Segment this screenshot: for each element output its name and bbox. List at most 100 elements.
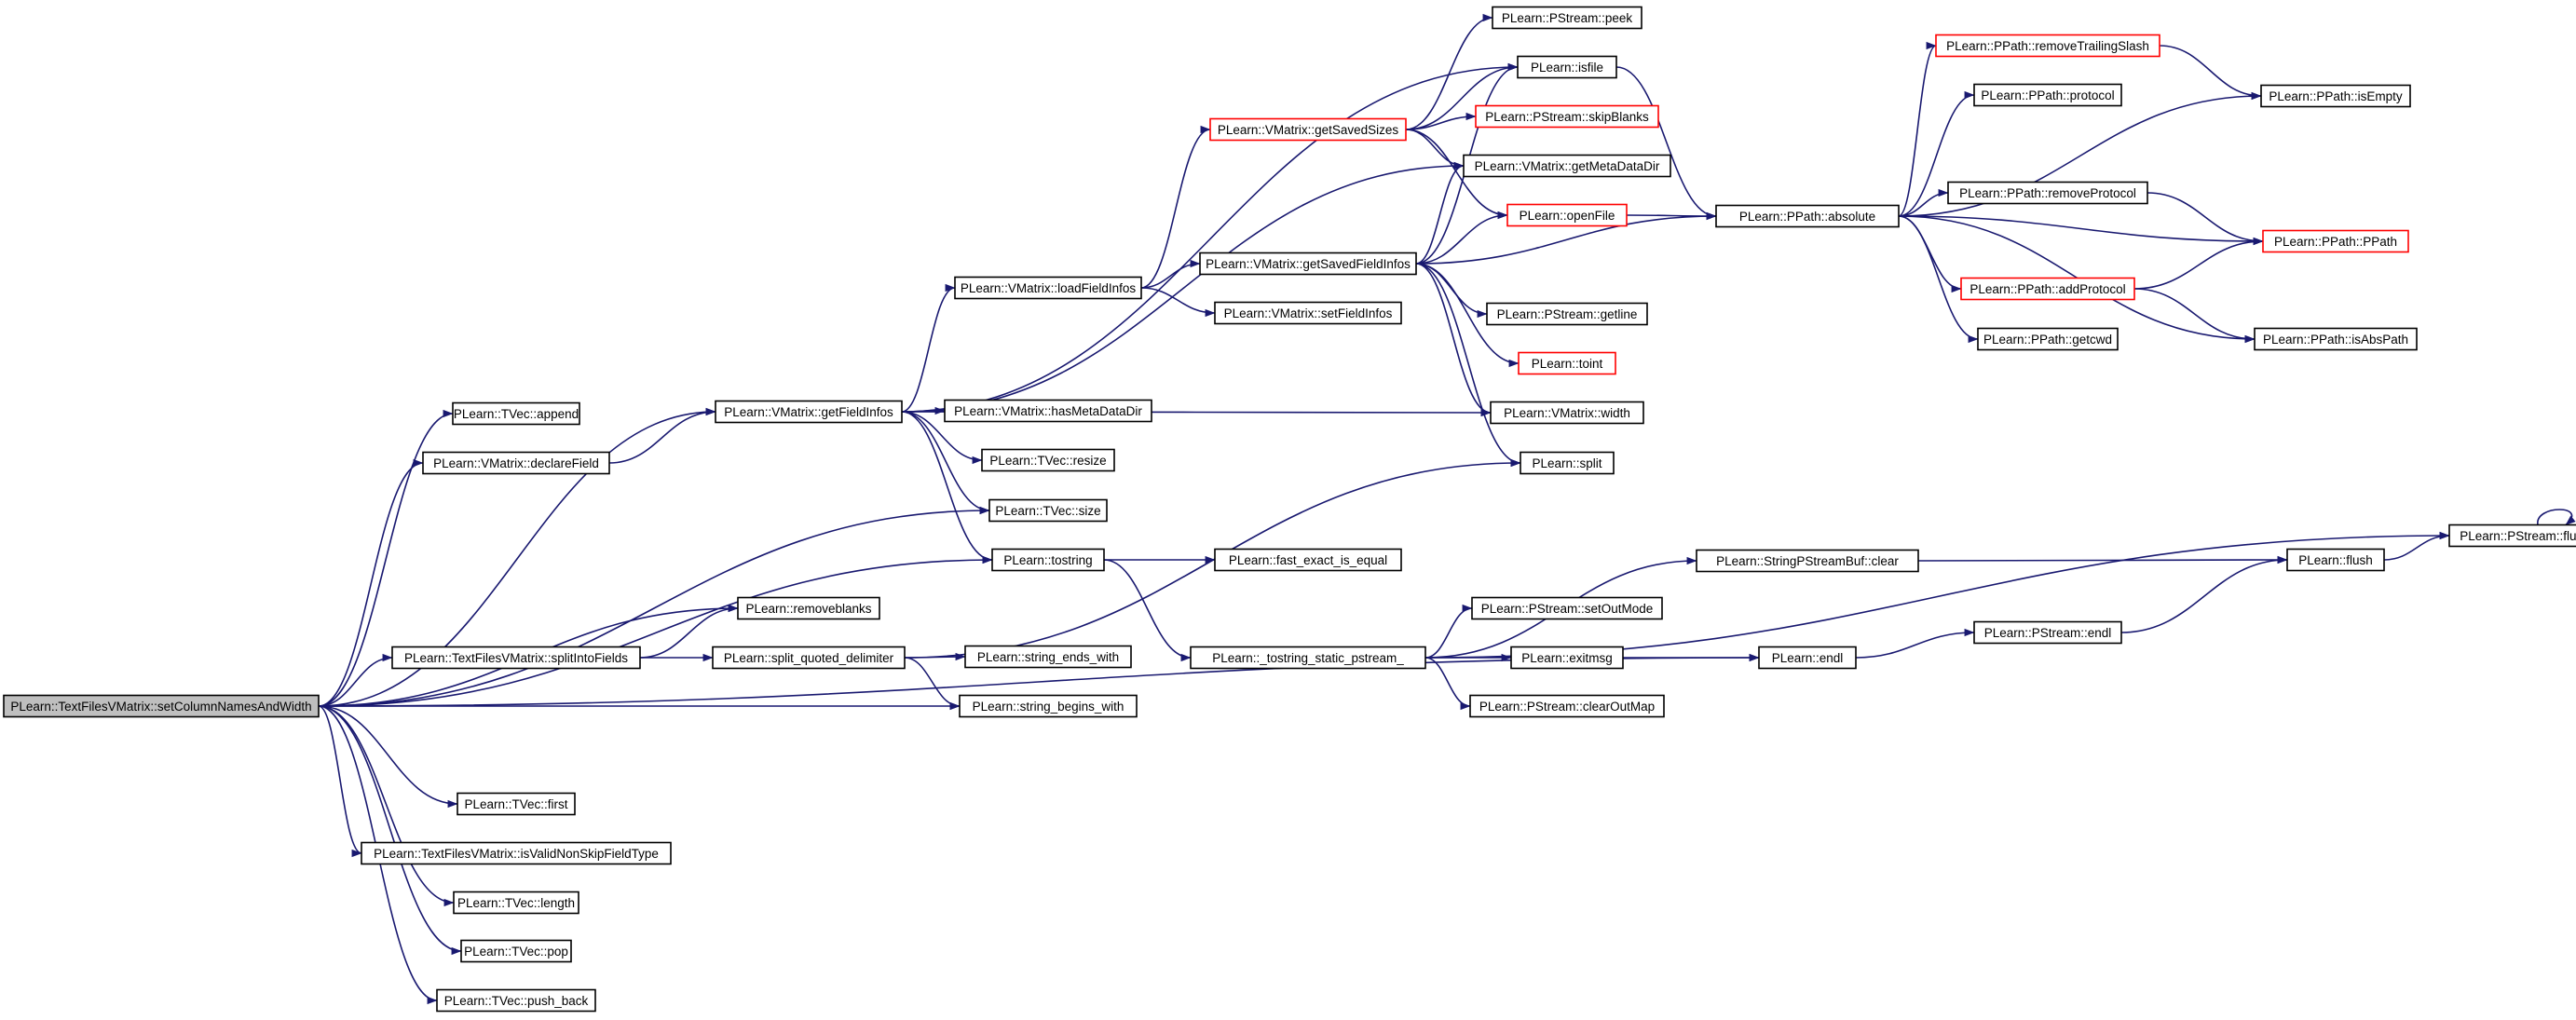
node-box-root[interactable]	[3, 694, 320, 718]
node-box-pp_absolute[interactable]	[1715, 204, 1900, 228]
node-box-vm_setFieldInfos[interactable]	[1214, 301, 1402, 325]
node-box-tvec_first[interactable]	[457, 792, 576, 816]
node-string_begins_with[interactable]: PLearn::string_begins_with	[959, 694, 1138, 718]
node-fast_exact_is_equal[interactable]: PLearn::fast_exact_is_equal	[1214, 548, 1402, 572]
node-box-vm_width[interactable]	[1490, 401, 1644, 425]
node-spsb_clear[interactable]: PLearn::StringPStreamBuf::clear	[1696, 549, 1919, 573]
node-pp_getcwd[interactable]: PLearn::PPath::getcwd	[1977, 327, 2119, 351]
node-box-fast_exact_is_equal[interactable]	[1214, 548, 1402, 572]
node-split_quoted_delimiter[interactable]: PLearn::split_quoted_delimiter	[712, 646, 906, 670]
node-box-openFile[interactable]	[1506, 203, 1628, 227]
node-box-vm_getMetaDataDir[interactable]	[1463, 154, 1671, 178]
node-string_ends_with[interactable]: PLearn::string_ends_with	[964, 645, 1132, 669]
node-box-spsb_clear[interactable]	[1696, 549, 1919, 573]
node-box-tvec_push_back[interactable]	[436, 988, 596, 1013]
node-isfile[interactable]: PLearn::isfile	[1517, 55, 1617, 79]
node-tvec_pop[interactable]: PLearn::TVec::pop	[460, 939, 572, 963]
node-pp_isAbsPath[interactable]: PLearn::PPath::isAbsPath	[2254, 327, 2418, 351]
node-box-tfvm_isValidNonSkipFieldType[interactable]	[361, 841, 672, 865]
node-pp_removeProtocol[interactable]: PLearn::PPath::removeProtocol	[1947, 181, 2148, 205]
node-vm_getSavedSizes[interactable]: PLearn::VMatrix::getSavedSizes	[1209, 117, 1407, 142]
node-box-tvec_pop[interactable]	[460, 939, 572, 963]
node-box-ps_clearOutMap[interactable]	[1469, 694, 1665, 718]
node-box-pp_getcwd[interactable]	[1977, 327, 2119, 351]
node-openFile[interactable]: PLearn::openFile	[1506, 203, 1628, 227]
node-pp_isEmpty[interactable]: PLearn::PPath::isEmpty	[2260, 84, 2411, 108]
node-tvec_push_back[interactable]: PLearn::TVec::push_back	[436, 988, 596, 1013]
node-box-endl[interactable]	[1758, 646, 1857, 670]
node-endl[interactable]: PLearn::endl	[1758, 646, 1857, 670]
node-box-pp_PPath[interactable]	[2262, 229, 2409, 253]
node-box-exitmsg[interactable]	[1510, 646, 1624, 670]
node-box-ps_skipBlanks[interactable]	[1475, 104, 1659, 129]
node-pp_absolute[interactable]: PLearn::PPath::absolute	[1715, 204, 1900, 228]
node-box-vm_loadFieldInfos[interactable]	[954, 276, 1142, 300]
node-box-removeblanks[interactable]	[737, 596, 880, 620]
node-ps_clearOutMap[interactable]: PLearn::PStream::clearOutMap	[1469, 694, 1665, 718]
node-ps_peek[interactable]: PLearn::PStream::peek	[1492, 6, 1642, 30]
node-box-ps_flush[interactable]	[2448, 524, 2576, 548]
node-pp_protocol[interactable]: PLearn::PPath::protocol	[1973, 83, 2122, 107]
node-box-string_begins_with[interactable]	[959, 694, 1138, 718]
node-tfvm_splitIntoFields[interactable]: PLearn::TextFilesVMatrix::splitIntoField…	[391, 646, 641, 670]
node-box-isfile[interactable]	[1517, 55, 1617, 79]
node-vm_width[interactable]: PLearn::VMatrix::width	[1490, 401, 1644, 425]
node-vm_setFieldInfos[interactable]: PLearn::VMatrix::setFieldInfos	[1214, 301, 1402, 325]
node-box-tvec_length[interactable]	[453, 891, 579, 915]
node-box-vm_declareField[interactable]	[422, 451, 610, 475]
node-split[interactable]: PLearn::split	[1520, 451, 1615, 475]
node-tfvm_isValidNonSkipFieldType[interactable]: PLearn::TextFilesVMatrix::isValidNonSkip…	[361, 841, 672, 865]
node-box-split_quoted_delimiter[interactable]	[712, 646, 906, 670]
node-exitmsg[interactable]: PLearn::exitmsg	[1510, 646, 1624, 670]
node-box-flush[interactable]	[2286, 548, 2385, 572]
node-removeblanks[interactable]: PLearn::removeblanks	[737, 596, 880, 620]
node-root[interactable]: PLearn::TextFilesVMatrix::setColumnNames…	[3, 694, 320, 718]
node-pp_PPath[interactable]: PLearn::PPath::PPath	[2262, 229, 2409, 253]
node-ps_flush[interactable]: PLearn::PStream::flush	[2448, 524, 2576, 548]
node-vm_hasMetaDataDir[interactable]: PLearn::VMatrix::hasMetaDataDir	[944, 399, 1152, 423]
node-tvec_resize[interactable]: PLearn::TVec::resize	[981, 448, 1115, 472]
node-box-pp_isEmpty[interactable]	[2260, 84, 2411, 108]
node-box-vm_getSavedFieldInfos[interactable]	[1199, 252, 1417, 276]
node-box-string_ends_with[interactable]	[964, 645, 1132, 669]
node-flush[interactable]: PLearn::flush	[2286, 548, 2385, 572]
node-ps_setOutMode[interactable]: PLearn::PStream::setOutMode	[1471, 596, 1663, 620]
node-vm_getMetaDataDir[interactable]: PLearn::VMatrix::getMetaDataDir	[1463, 154, 1671, 178]
node-vm_getSavedFieldInfos[interactable]: PLearn::VMatrix::getSavedFieldInfos	[1199, 252, 1417, 276]
node-box-vm_hasMetaDataDir[interactable]	[944, 399, 1152, 423]
node-tostring[interactable]: PLearn::tostring	[991, 548, 1105, 572]
node-toint[interactable]: PLearn::toint	[1518, 351, 1616, 375]
node-ps_endl[interactable]: PLearn::PStream::endl	[1973, 620, 2122, 645]
node-tvec_first[interactable]: PLearn::TVec::first	[457, 792, 576, 816]
node-box-pp_removeProtocol[interactable]	[1947, 181, 2148, 205]
node-box-split[interactable]	[1520, 451, 1615, 475]
node-box-ps_endl[interactable]	[1973, 620, 2122, 645]
node-box-ps_setOutMode[interactable]	[1471, 596, 1663, 620]
node-box-tvec_resize[interactable]	[981, 448, 1115, 472]
node-box-tostring[interactable]	[991, 548, 1105, 572]
node-ps_getline[interactable]: PLearn::PStream::getline	[1486, 302, 1648, 326]
node-box-ps_getline[interactable]	[1486, 302, 1648, 326]
node-box-tostring_static_pstream[interactable]	[1190, 646, 1426, 670]
node-box-pp_removeTrailingSlash[interactable]	[1935, 34, 2160, 58]
node-pp_removeTrailingSlash[interactable]: PLearn::PPath::removeTrailingSlash	[1935, 34, 2160, 58]
node-box-pp_addProtocol[interactable]	[1960, 277, 2135, 301]
node-box-vm_getFieldInfos[interactable]	[715, 400, 903, 424]
node-box-ps_peek[interactable]	[1492, 6, 1642, 30]
node-vm_declareField[interactable]: PLearn::VMatrix::declareField	[422, 451, 610, 475]
node-box-vm_getSavedSizes[interactable]	[1209, 117, 1407, 142]
node-vm_loadFieldInfos[interactable]: PLearn::VMatrix::loadFieldInfos	[954, 276, 1142, 300]
node-box-tvec_append[interactable]	[452, 401, 580, 426]
node-tvec_size[interactable]: PLearn::TVec::size	[988, 498, 1108, 523]
node-ps_skipBlanks[interactable]: PLearn::PStream::skipBlanks	[1475, 104, 1659, 129]
node-tvec_append[interactable]: PLearn::TVec::append	[452, 401, 580, 426]
node-box-pp_protocol[interactable]	[1973, 83, 2122, 107]
node-box-toint[interactable]	[1518, 351, 1616, 375]
node-tostring_static_pstream[interactable]: PLearn::_tostring_static_pstream_	[1190, 646, 1426, 670]
node-pp_addProtocol[interactable]: PLearn::PPath::addProtocol	[1960, 277, 2135, 301]
node-box-pp_isAbsPath[interactable]	[2254, 327, 2418, 351]
node-box-tvec_size[interactable]	[988, 498, 1108, 523]
node-tvec_length[interactable]: PLearn::TVec::length	[453, 891, 579, 915]
node-vm_getFieldInfos[interactable]: PLearn::VMatrix::getFieldInfos	[715, 400, 903, 424]
node-box-tfvm_splitIntoFields[interactable]	[391, 646, 641, 670]
